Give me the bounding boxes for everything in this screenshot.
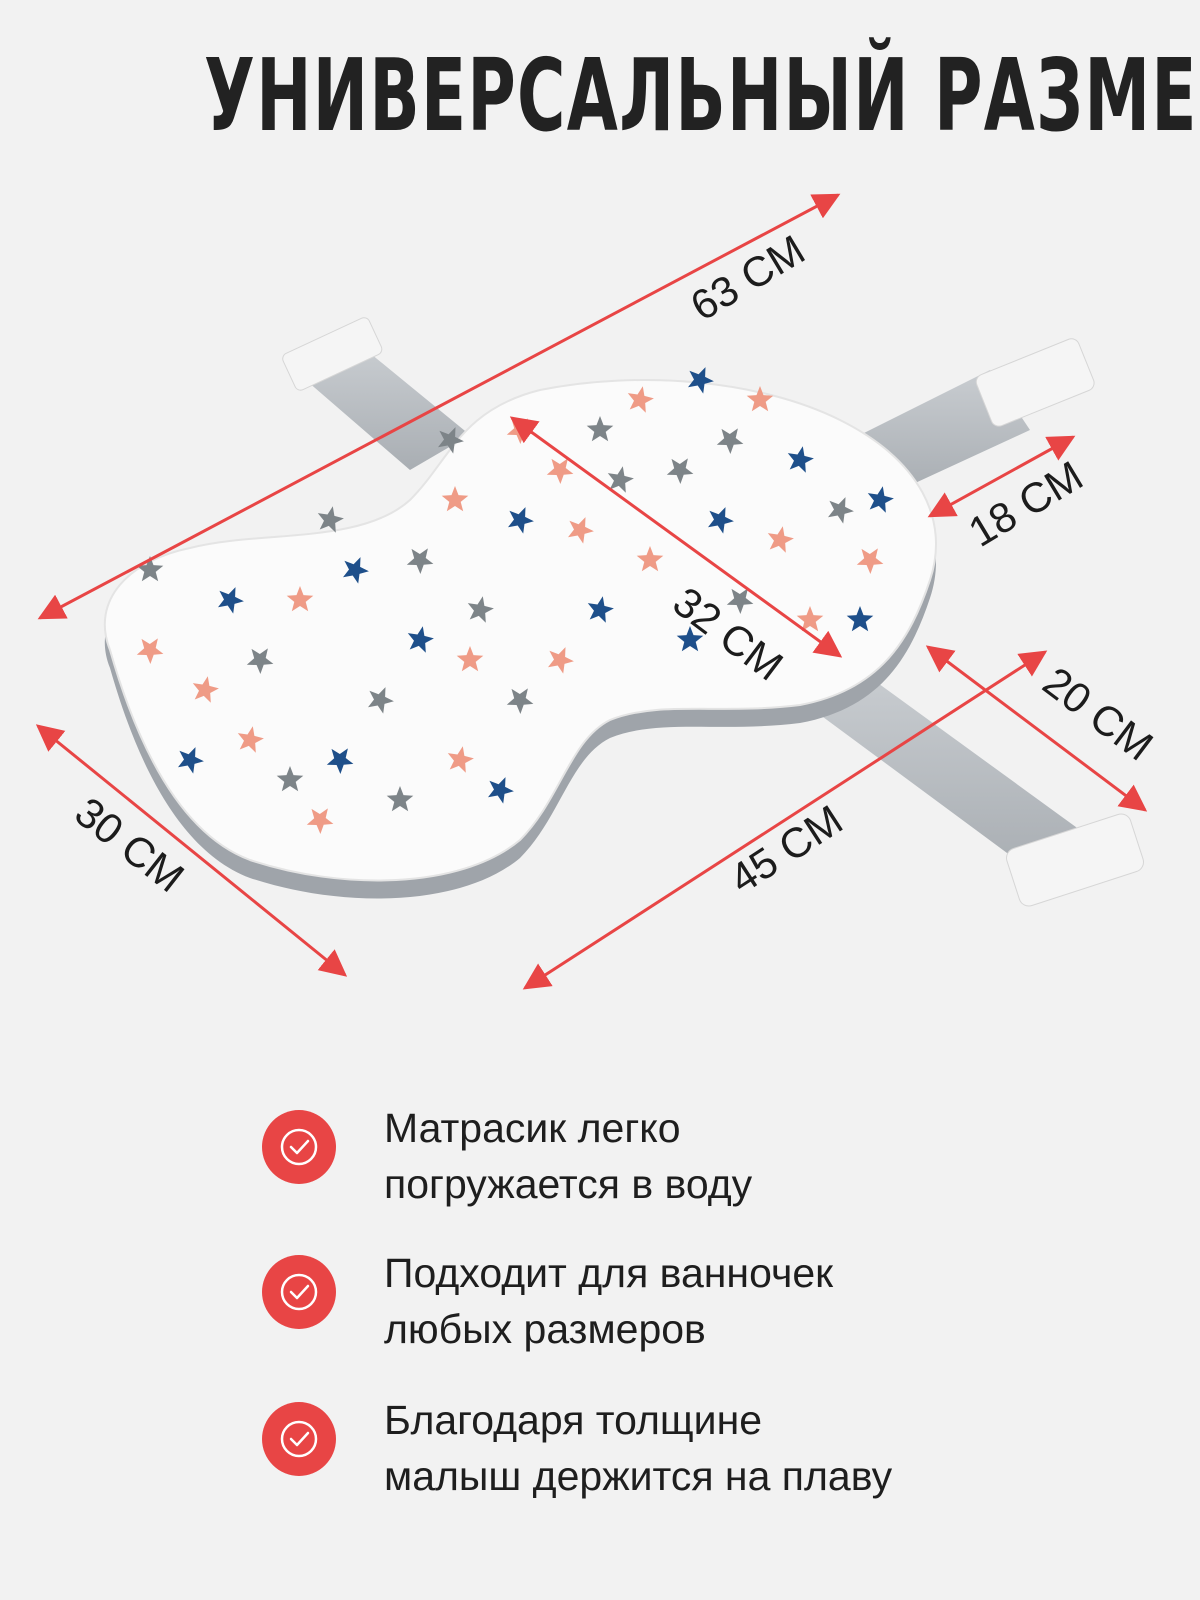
star-shape: [136, 638, 164, 664]
dim-label-20: 20 CM: [1035, 658, 1162, 770]
feature-text: Благодаря толщине малыш держится на плав…: [384, 1397, 893, 1499]
star-shape: [447, 746, 474, 773]
feature-item: Благодаря толщине малыш держится на плав…: [262, 1392, 1142, 1502]
arrow-30: [35, 724, 348, 977]
check-circle-icon: [262, 1110, 336, 1184]
arrow-18: [927, 435, 1076, 518]
feature-text: Подходит для ванночек любых размеров: [384, 1250, 834, 1352]
arrow-45: [522, 650, 1048, 990]
strap-top-left: [282, 317, 470, 470]
feature-item: Подходит для ванночек любых размеров: [262, 1245, 1142, 1355]
star-shape: [856, 548, 884, 574]
star-shape: [192, 676, 219, 703]
feature-item: Матрасик легко погружается в воду: [262, 1100, 1142, 1210]
dim-label-18: 18 CM: [960, 452, 1090, 556]
product-illustration: 63 CM 18 CM 32 CM 20 CM 30 CM 45 CM: [35, 193, 1162, 990]
check-circle-icon: [262, 1402, 336, 1476]
star-shape: [407, 626, 434, 653]
star-shape: [488, 777, 514, 804]
dimension-arrows: [35, 193, 1148, 990]
feature-text: Матрасик легко погружается в воду: [384, 1105, 753, 1207]
star-shape: [846, 606, 874, 632]
star-shape: [246, 648, 274, 674]
arrow-63: [37, 193, 841, 620]
check-circle-icon: [262, 1255, 336, 1329]
star-shape: [456, 646, 484, 672]
star-shape: [506, 688, 534, 714]
star-shape: [368, 687, 394, 714]
star-shape: [386, 786, 414, 812]
star-shape: [867, 486, 894, 513]
arrow-32: [509, 416, 843, 658]
